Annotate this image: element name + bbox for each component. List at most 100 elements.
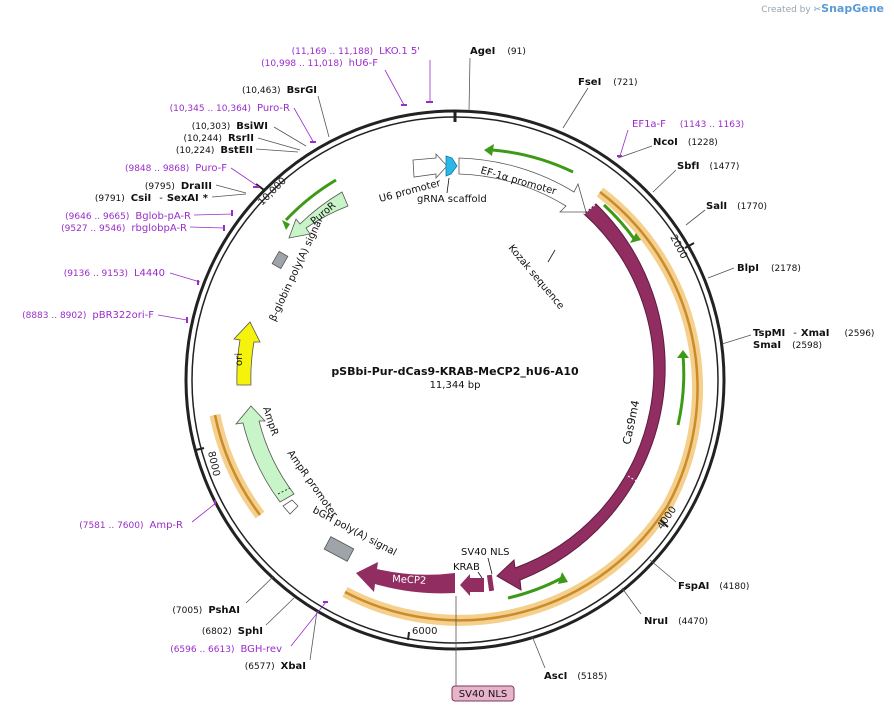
tick-label-6000: 6000 — [412, 626, 437, 637]
site-agei-name: AgeI — [470, 46, 495, 57]
site-bsrgi: (10,463)BsrGI — [242, 85, 317, 96]
leader-l4440 — [169, 272, 201, 283]
site-fspai-pos: (4180) — [719, 582, 749, 592]
primer-bghrev-name: BGH-rev — [240, 644, 282, 655]
site-sali: SalI(1770) — [706, 201, 767, 212]
leader-sphi — [265, 597, 295, 626]
site-blpi-name: BlpI — [737, 263, 759, 274]
mecp2-label: MeCP2 — [392, 574, 427, 587]
primer-ticks — [186, 101, 622, 603]
krab-feature-arrow — [460, 574, 484, 596]
leader-rsrii — [257, 137, 301, 151]
primer-arrowhead-cas9-top — [630, 233, 641, 243]
leader-sbfi — [652, 169, 677, 193]
sv40-nls-box-label: SV40 NLS — [459, 689, 508, 700]
primer-ef1af-name: EF1a-F — [632, 119, 666, 130]
primer-puror-range: (10,345 .. 10,364) — [170, 104, 251, 114]
leader-ncoi — [617, 145, 653, 159]
sv40-nls-label: SV40 NLS — [461, 547, 510, 558]
leader-bsrgi — [317, 95, 330, 138]
site-tspmi-xmai: TspMI-XmaI(2596) — [753, 328, 874, 339]
krab-leader — [477, 571, 483, 579]
leader-blpi — [707, 267, 735, 279]
snapgene-credit: Created by ✂SnapGene — [761, 2, 884, 15]
primer-tick-hu6f — [401, 104, 407, 106]
primer-bghrev: (6596 .. 6613) BGH-rev — [170, 644, 282, 655]
primer-ampr-name: Amp-R — [150, 520, 184, 531]
primer-ef1af-range: (1143 .. 1163) — [680, 120, 744, 130]
primer-pbr322-name: pBR322ori-F — [92, 310, 154, 321]
leader-csii — [211, 193, 247, 198]
leader-purof — [230, 167, 260, 188]
primer-tick-ef1af — [617, 155, 622, 157]
site-bsiwi-name: BsiWI — [236, 121, 268, 132]
primer-tick-lko1 — [426, 101, 433, 103]
leader-bsiwi — [273, 126, 307, 147]
site-fsei-name: FseI — [578, 77, 601, 88]
leader-pbr322 — [157, 314, 188, 321]
primer-ef1af: EF1a-F (1143 .. 1163) — [632, 119, 744, 130]
leader-puror — [293, 107, 315, 144]
primer-arrowhead-cas9-mid — [677, 350, 689, 358]
ampr-label: AmpR — [260, 406, 280, 438]
site-sali-pos: (1770) — [737, 202, 767, 212]
site-agei: AgeI(91) — [470, 46, 526, 57]
grna-leader — [446, 177, 450, 194]
position-ticks — [195, 183, 695, 641]
primer-hu6f-name: hU6-F — [349, 58, 379, 69]
leader-fspai — [649, 559, 677, 583]
site-blpi: BlpI(2178) — [737, 263, 801, 274]
ampr-promoter-arrow — [282, 499, 299, 515]
primer-tick-purof — [253, 186, 259, 188]
cas9-start-marker — [583, 203, 597, 215]
primer-arrowheads — [282, 144, 689, 584]
credit-brand: SnapGene — [821, 2, 884, 15]
primer-lko1-range: (11,169 .. 11,188) — [292, 47, 373, 57]
primer-tick-bghrev — [323, 601, 328, 603]
primer-pbr322-range: (8883 .. 8902) — [22, 311, 86, 321]
site-pshai-name: PshAI — [208, 605, 240, 616]
site-csii-name: CsiI — [131, 193, 151, 204]
leader-bghrev — [290, 601, 327, 647]
site-smai: SmaI(2598) — [753, 340, 822, 351]
feature-line-group — [213, 191, 699, 622]
site-ncoi: NcoI(1228) — [653, 137, 718, 148]
bglobin-polya-feature — [271, 250, 289, 270]
primer-bghrev-range: (6596 .. 6613) — [170, 645, 234, 655]
krab-label: KRAB — [453, 562, 480, 573]
site-bsiwi: (10,303)BsiWI — [192, 121, 268, 132]
kozak-label: Kozak sequence — [506, 243, 566, 312]
ef1a-promoter-arrow — [458, 157, 587, 213]
leader-nrui — [621, 587, 642, 615]
primer-arrow-cas9-mid — [676, 354, 686, 426]
tick-8000-mark — [195, 447, 205, 451]
leader-bglob — [193, 213, 234, 216]
ori-feature-arrow — [233, 321, 261, 386]
leader-pshai — [245, 575, 275, 604]
plasmid-name: pSBbi-Pur-dCas9-KRAB-MeCP2_hU6-A10 — [331, 365, 579, 378]
leader-ef1af — [619, 129, 629, 157]
site-fsei: FseI(721) — [578, 77, 638, 88]
site-smai-pos: (2598) — [792, 341, 822, 351]
site-asci-pos: (5185) — [577, 672, 607, 682]
site-sphi: (6802)SphI — [202, 626, 263, 637]
leader-asci — [531, 635, 546, 669]
primer-purof-range: (9848 .. 9868) — [125, 164, 189, 174]
site-sbfi: SbfI(1477) — [677, 161, 739, 172]
leader-rbglob — [189, 226, 225, 229]
sv40-nls-feature — [486, 574, 495, 592]
u6-promoter-arrow — [412, 152, 448, 180]
mecp2-feature-arrow — [356, 562, 455, 594]
primer-rbglob: (9527 .. 9546)rbglobpA-R — [61, 223, 187, 234]
primer-purof-name: Puro-F — [195, 163, 227, 174]
site-sexai-name: SexAI — [167, 193, 199, 204]
site-rsrii: (10,244)RsrII — [183, 133, 254, 144]
site-xbai-pos: (6577) — [245, 662, 275, 672]
leader-ampr — [191, 502, 217, 523]
site-labels-left: (10,463)BsrGI (10,303)BsiWI (10,244)RsrI… — [95, 85, 317, 672]
primer-tick-rbglob — [223, 225, 225, 231]
sv40-nls-box[interactable] — [451, 685, 515, 702]
site-xmai-name: XmaI — [801, 328, 830, 339]
site-bsteii-name: BstEII — [220, 145, 253, 156]
primer-lko1-name: LKO.1 5' — [379, 46, 420, 57]
